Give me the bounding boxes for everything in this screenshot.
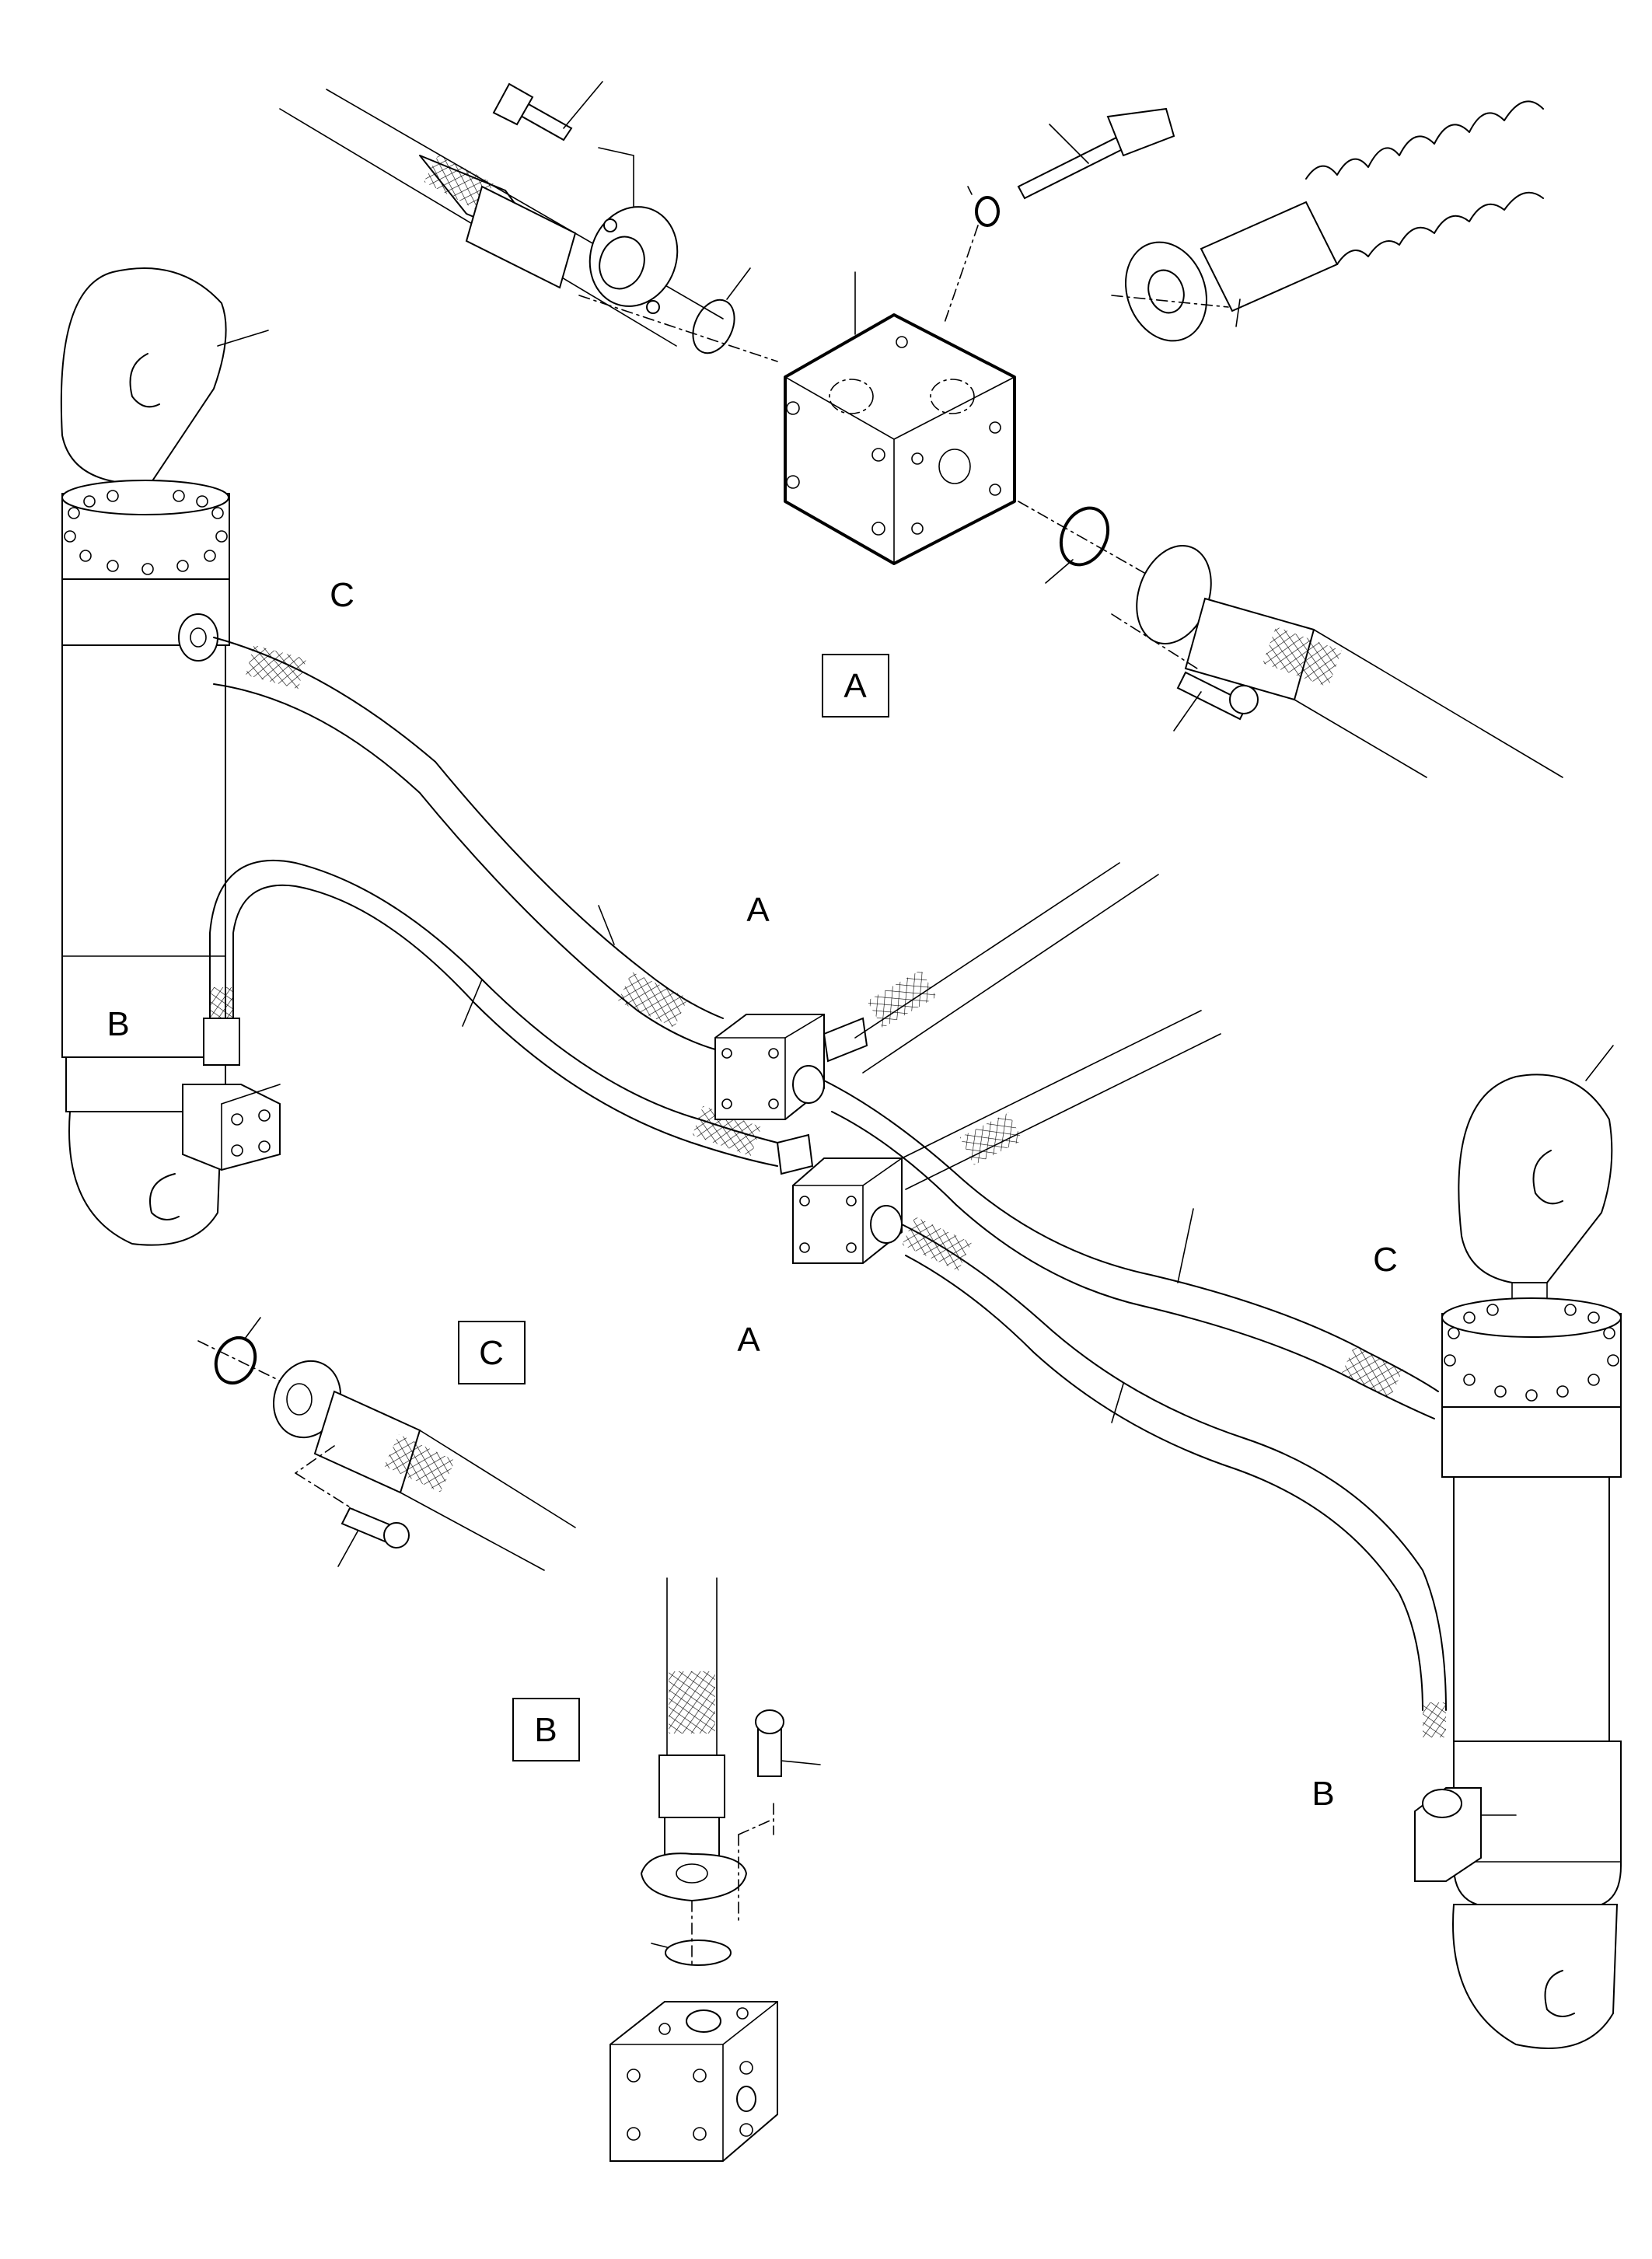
detail-a-hose-upper-right <box>1111 100 1544 342</box>
callout-a-upper-hoses: A <box>746 891 770 929</box>
detail-a-box: A <box>822 654 889 718</box>
detail-b-group: B <box>512 1577 821 2162</box>
left-cylinder-head-bolts <box>64 490 228 575</box>
callout-c-left-cylinder: C <box>330 576 354 614</box>
upper-hose-left-to-valves <box>213 637 724 1050</box>
detail-c-box: C <box>458 1321 526 1384</box>
callout-b-right-cylinder: B <box>1311 1775 1334 1813</box>
detail-a-oring-upper-left <box>578 267 778 362</box>
detail-a-lock-washer <box>944 186 1000 323</box>
upper-valve-block <box>714 862 1159 1120</box>
left-hydraulic-cylinder <box>60 267 281 1246</box>
hose-valves-to-right-cylinder-upper <box>823 1080 1439 1419</box>
detail-a-oring-right <box>1018 501 1163 584</box>
detail-a-hose-lower-right <box>1111 545 1563 778</box>
detail-a-bolt-upper-left <box>492 81 634 207</box>
lower-hose-left-to-valves <box>203 859 778 1167</box>
svg-text:C: C <box>479 1334 504 1372</box>
lower-valve-block <box>776 1010 1221 1264</box>
detail-b-box: B <box>512 1698 580 1761</box>
svg-text:B: B <box>534 1711 557 1749</box>
callout-c-right-cylinder: C <box>1373 1241 1398 1279</box>
svg-text:A: A <box>843 667 867 705</box>
hose-valves-to-right-cylinder-lower <box>901 1216 1447 1737</box>
callout-b-left-cylinder: B <box>107 1005 129 1043</box>
detail-a-bolt-lower-right <box>1173 671 1259 731</box>
detail-a-group: A <box>279 81 1563 778</box>
detail-a-hose-upper-left <box>279 89 724 347</box>
right-cylinder-head-bolts <box>1444 1304 1619 1402</box>
detail-c-group: C <box>197 1317 576 1571</box>
callout-a-lower-hoses: A <box>737 1321 760 1359</box>
detail-a-long-bolt <box>1017 107 1175 200</box>
detail-a-manifold-block <box>784 271 1016 565</box>
right-hydraulic-cylinder <box>1414 1045 1622 2049</box>
detail-b-valve-block <box>609 2001 778 2162</box>
